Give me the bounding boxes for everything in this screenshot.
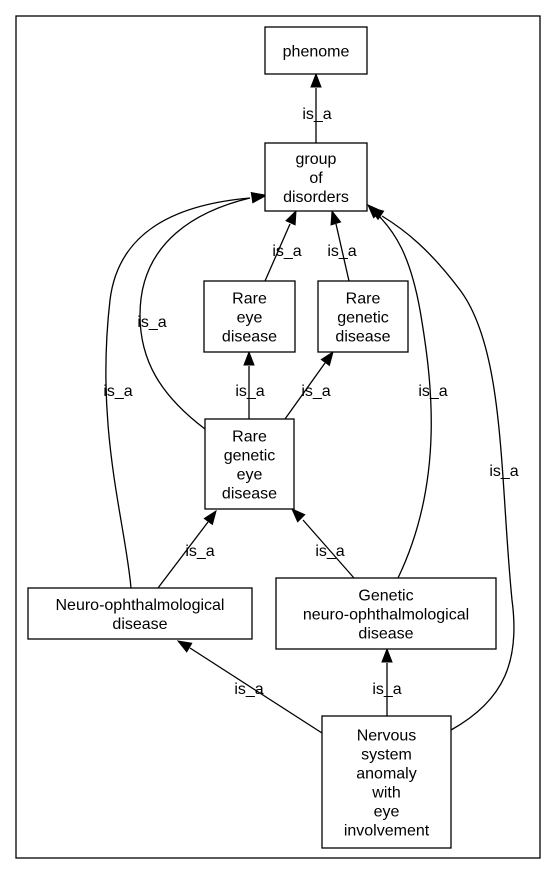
node-label: group	[296, 151, 337, 168]
node-label: with	[371, 785, 400, 802]
edges-layer	[105, 72, 515, 734]
node-label: disease	[222, 486, 277, 503]
arrowhead-icon	[381, 647, 393, 663]
node-label: disorders	[283, 189, 349, 206]
edge-label: is_a	[185, 543, 214, 560]
node-label: disease	[222, 329, 277, 346]
node-box	[317, 280, 409, 353]
edge-line	[284, 362, 326, 420]
edge-labels-layer: is_a is_a is_a is_a is_a is_a is_a is_a is_a is_a…	[103, 106, 518, 698]
node-box	[275, 577, 497, 650]
node-rare-genetic[interactable]: Rare genetic disease	[317, 280, 409, 353]
edge-label: is_a	[315, 543, 344, 560]
edge-rare-eye-group	[264, 209, 297, 282]
node-box	[203, 280, 296, 353]
edge-line	[105, 197, 251, 589]
node-phenome[interactable]: phenome	[264, 26, 368, 75]
node-rare-eye[interactable]: Rare eye disease	[203, 280, 296, 353]
node-box	[27, 587, 253, 640]
edge-label: is_a	[489, 463, 518, 480]
edge-label: is_a	[103, 383, 132, 400]
edge-nervous-group	[368, 207, 515, 731]
edge-line	[376, 213, 432, 579]
node-label: eye	[374, 804, 400, 821]
edge-rge-rare-eye	[243, 350, 255, 419]
edge-nervous-gneuro	[381, 647, 393, 716]
nodes-layer: phenomegroupofdisordersRareeyediseaseRar…	[27, 26, 497, 849]
node-box	[264, 142, 368, 212]
arrowhead-icon	[285, 209, 297, 226]
edge-line	[264, 223, 291, 282]
edge-label: is_a	[137, 314, 166, 331]
arrowhead-icon	[291, 508, 306, 523]
edge-line	[335, 223, 350, 282]
node-label: genetic	[224, 448, 276, 465]
edge-label: is_a	[372, 681, 401, 698]
edge-group-phenome	[310, 72, 322, 143]
edge-line	[302, 519, 355, 579]
node-label: eye	[237, 467, 263, 484]
edge-nervous-neuro	[176, 640, 323, 734]
edge-line	[139, 197, 251, 430]
node-label: Rare	[232, 291, 267, 308]
arrowhead-icon	[368, 207, 385, 221]
node-label: eye	[237, 310, 263, 327]
node-box	[321, 715, 452, 849]
node-label: Rare	[346, 291, 381, 308]
node-label: Nervous	[357, 728, 417, 745]
edge-label: is_a	[327, 243, 356, 260]
arrowhead-icon	[310, 72, 322, 88]
node-box	[264, 26, 368, 75]
edge-line	[157, 521, 209, 589]
node-box	[204, 418, 295, 510]
node-label: disease	[358, 626, 413, 643]
arrowhead-icon	[243, 350, 255, 366]
arrowhead-icon	[320, 350, 334, 367]
arrowhead-icon	[203, 509, 217, 526]
node-label: involvement	[344, 823, 430, 840]
node-label: Genetic	[358, 588, 413, 605]
node-label: of	[309, 170, 323, 187]
edge-label: is_a	[301, 383, 330, 400]
node-label: anomaly	[356, 766, 416, 783]
edge-line	[189, 647, 323, 734]
node-label: phenome	[283, 44, 350, 61]
edge-label: is_a	[235, 383, 264, 400]
node-label: genetic	[337, 310, 389, 327]
edge-label: is_a	[302, 106, 331, 123]
node-rare-genetic-eye[interactable]: Rare genetic eye disease	[204, 418, 295, 510]
arrowhead-icon	[176, 640, 193, 653]
node-nervous[interactable]: Nervous system anomaly with eye involvement	[321, 715, 452, 849]
edge-label: is_a	[272, 243, 301, 260]
node-group[interactable]: group of disorders	[264, 142, 368, 212]
edge-neuro-group	[105, 192, 267, 589]
edge-line	[381, 215, 515, 731]
node-genetic-neuro-oph[interactable]: Genetic neuro-ophthalmological disease	[275, 577, 497, 650]
node-label: Rare	[232, 429, 267, 446]
edge-label: is_a	[418, 383, 447, 400]
edge-rge-rare-genetic	[284, 350, 334, 420]
edge-neuro-rge	[157, 509, 217, 589]
node-label: disease	[112, 616, 167, 633]
edge-rare-genetic-group	[330, 209, 350, 282]
edge-label: is_a	[234, 681, 263, 698]
node-label: Neuro-ophthalmological	[56, 597, 225, 614]
arrowhead-icon	[250, 192, 267, 204]
node-label: system	[361, 747, 412, 764]
node-label: neuro-ophthalmological	[303, 607, 469, 624]
arrowhead-icon	[330, 209, 342, 226]
node-neuro-oph[interactable]: Neuro-ophthalmological disease	[27, 587, 253, 640]
edge-gneuro-rge	[291, 508, 355, 579]
node-label: disease	[335, 329, 390, 346]
